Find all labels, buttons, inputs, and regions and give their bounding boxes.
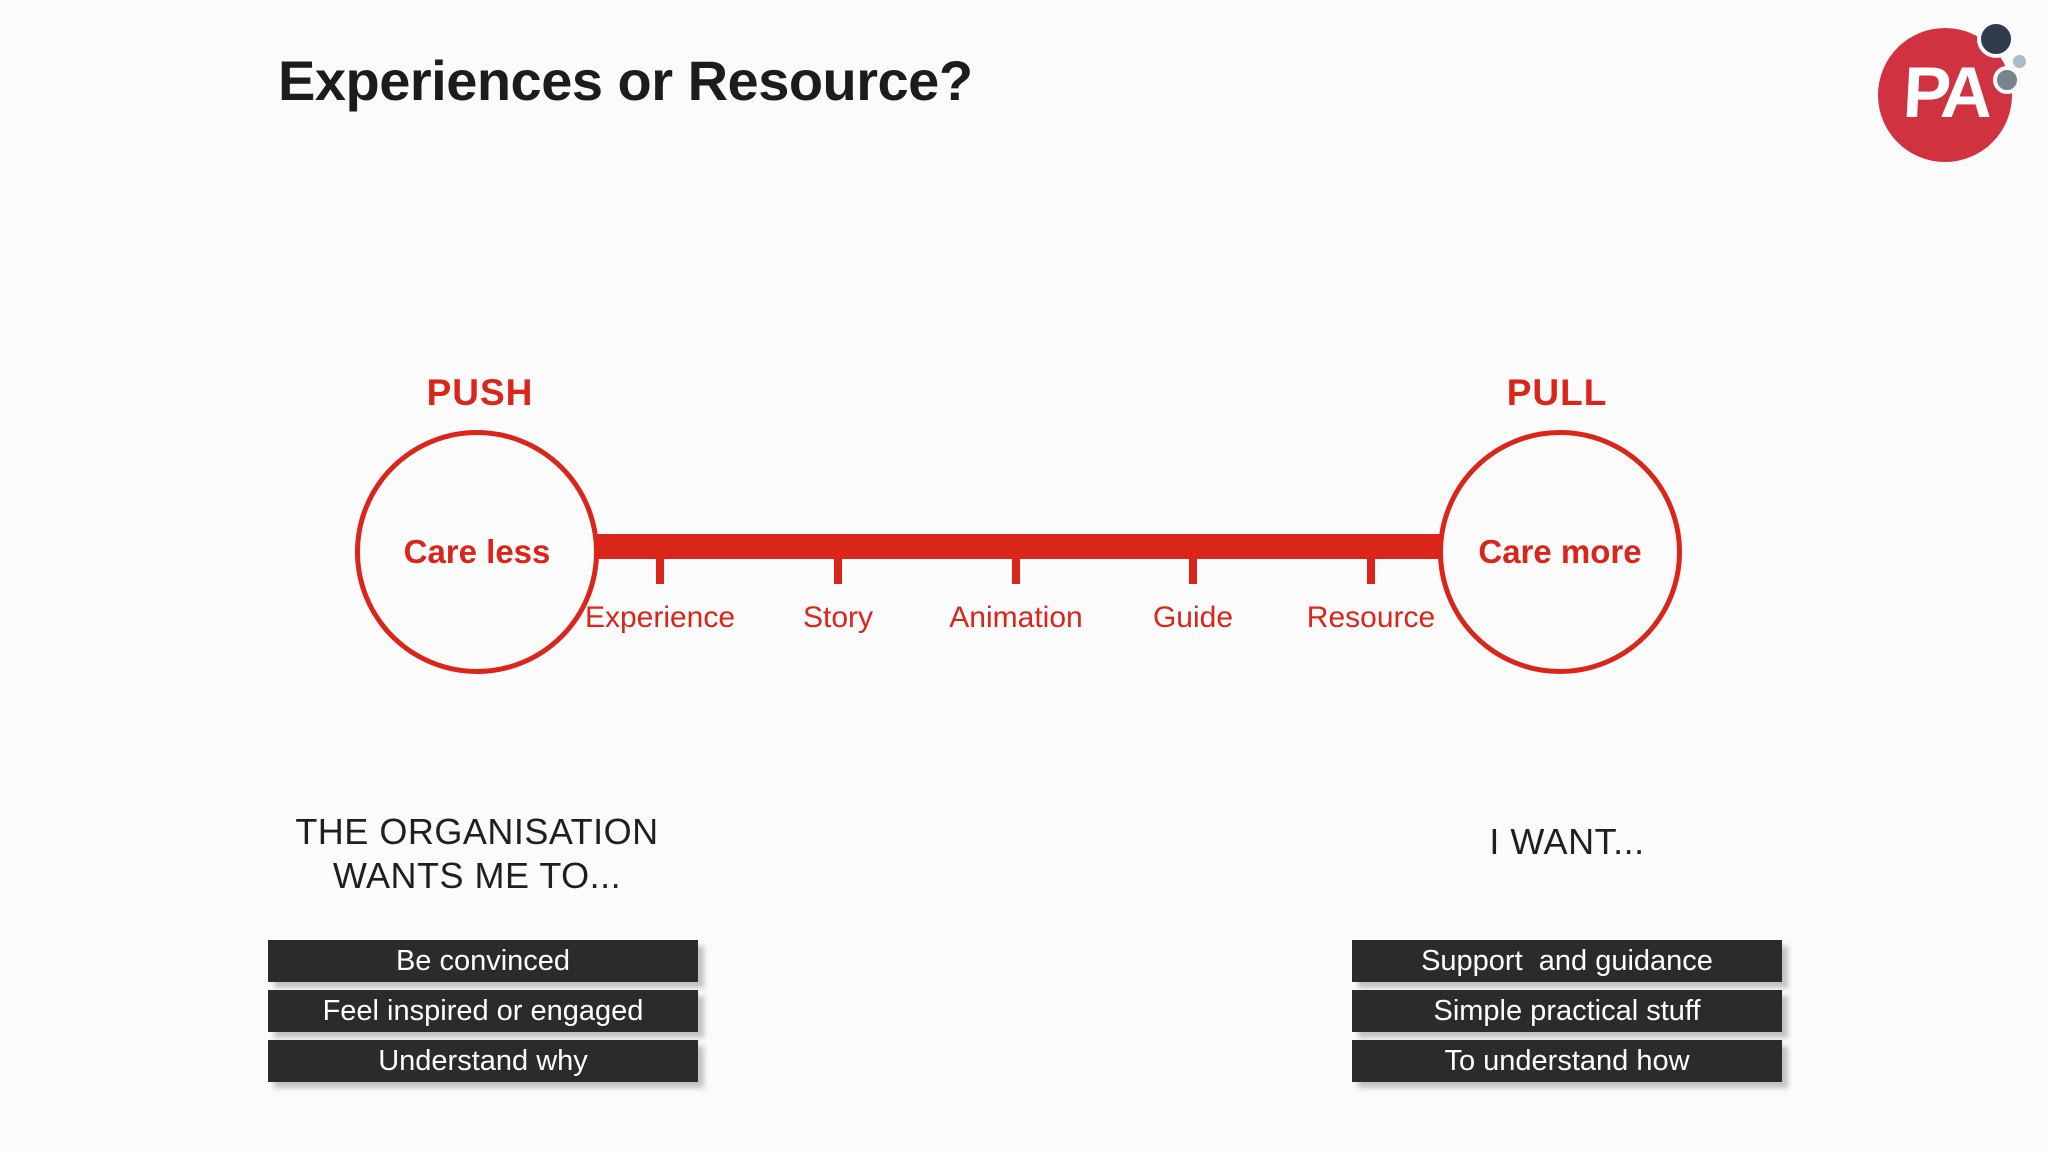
spectrum-line: [590, 534, 1450, 559]
tick-label-resource: Resource: [1306, 601, 1436, 634]
i-want-heading: I WANT...: [1489, 821, 1645, 862]
organisation-heading: THE ORGANISATION WANTS ME TO...: [295, 811, 659, 896]
pill-feel-inspired: Feel inspired or engaged: [268, 990, 698, 1032]
push-label: PUSH: [426, 372, 534, 413]
tick-label-animation: Animation: [949, 601, 1083, 634]
logo-dot-light-icon: [2009, 51, 2030, 72]
tick-experience: [656, 557, 664, 584]
tick-animation: [1012, 557, 1020, 584]
care-less-text: Care less: [403, 533, 551, 570]
pill-be-convinced: Be convinced: [268, 940, 698, 982]
pill-simple-practical: Simple practical stuff: [1352, 990, 1782, 1032]
tick-label-guide: Guide: [1152, 601, 1234, 634]
tick-resource: [1367, 557, 1375, 584]
pull-label: PULL: [1506, 372, 1608, 413]
page-title: Experiences or Resource?: [278, 49, 973, 112]
pa-logo: PA: [1870, 18, 2048, 168]
care-less-circle: Care less: [355, 430, 599, 674]
pill-understand-how: To understand how: [1352, 1040, 1782, 1082]
pill-support-guidance: Support and guidance: [1352, 940, 1782, 982]
care-more-text: Care more: [1478, 533, 1642, 570]
tick-label-story: Story: [802, 601, 874, 634]
tick-guide: [1189, 557, 1197, 584]
pa-logo-letters: PA: [1900, 53, 1990, 133]
tick-story: [834, 557, 842, 584]
logo-dot-navy-icon: [1977, 20, 2015, 58]
care-more-circle: Care more: [1438, 430, 1682, 674]
tick-label-experience: Experience: [584, 601, 736, 634]
pill-understand-why: Understand why: [268, 1040, 698, 1082]
logo-dot-gray-icon: [1993, 66, 2021, 94]
